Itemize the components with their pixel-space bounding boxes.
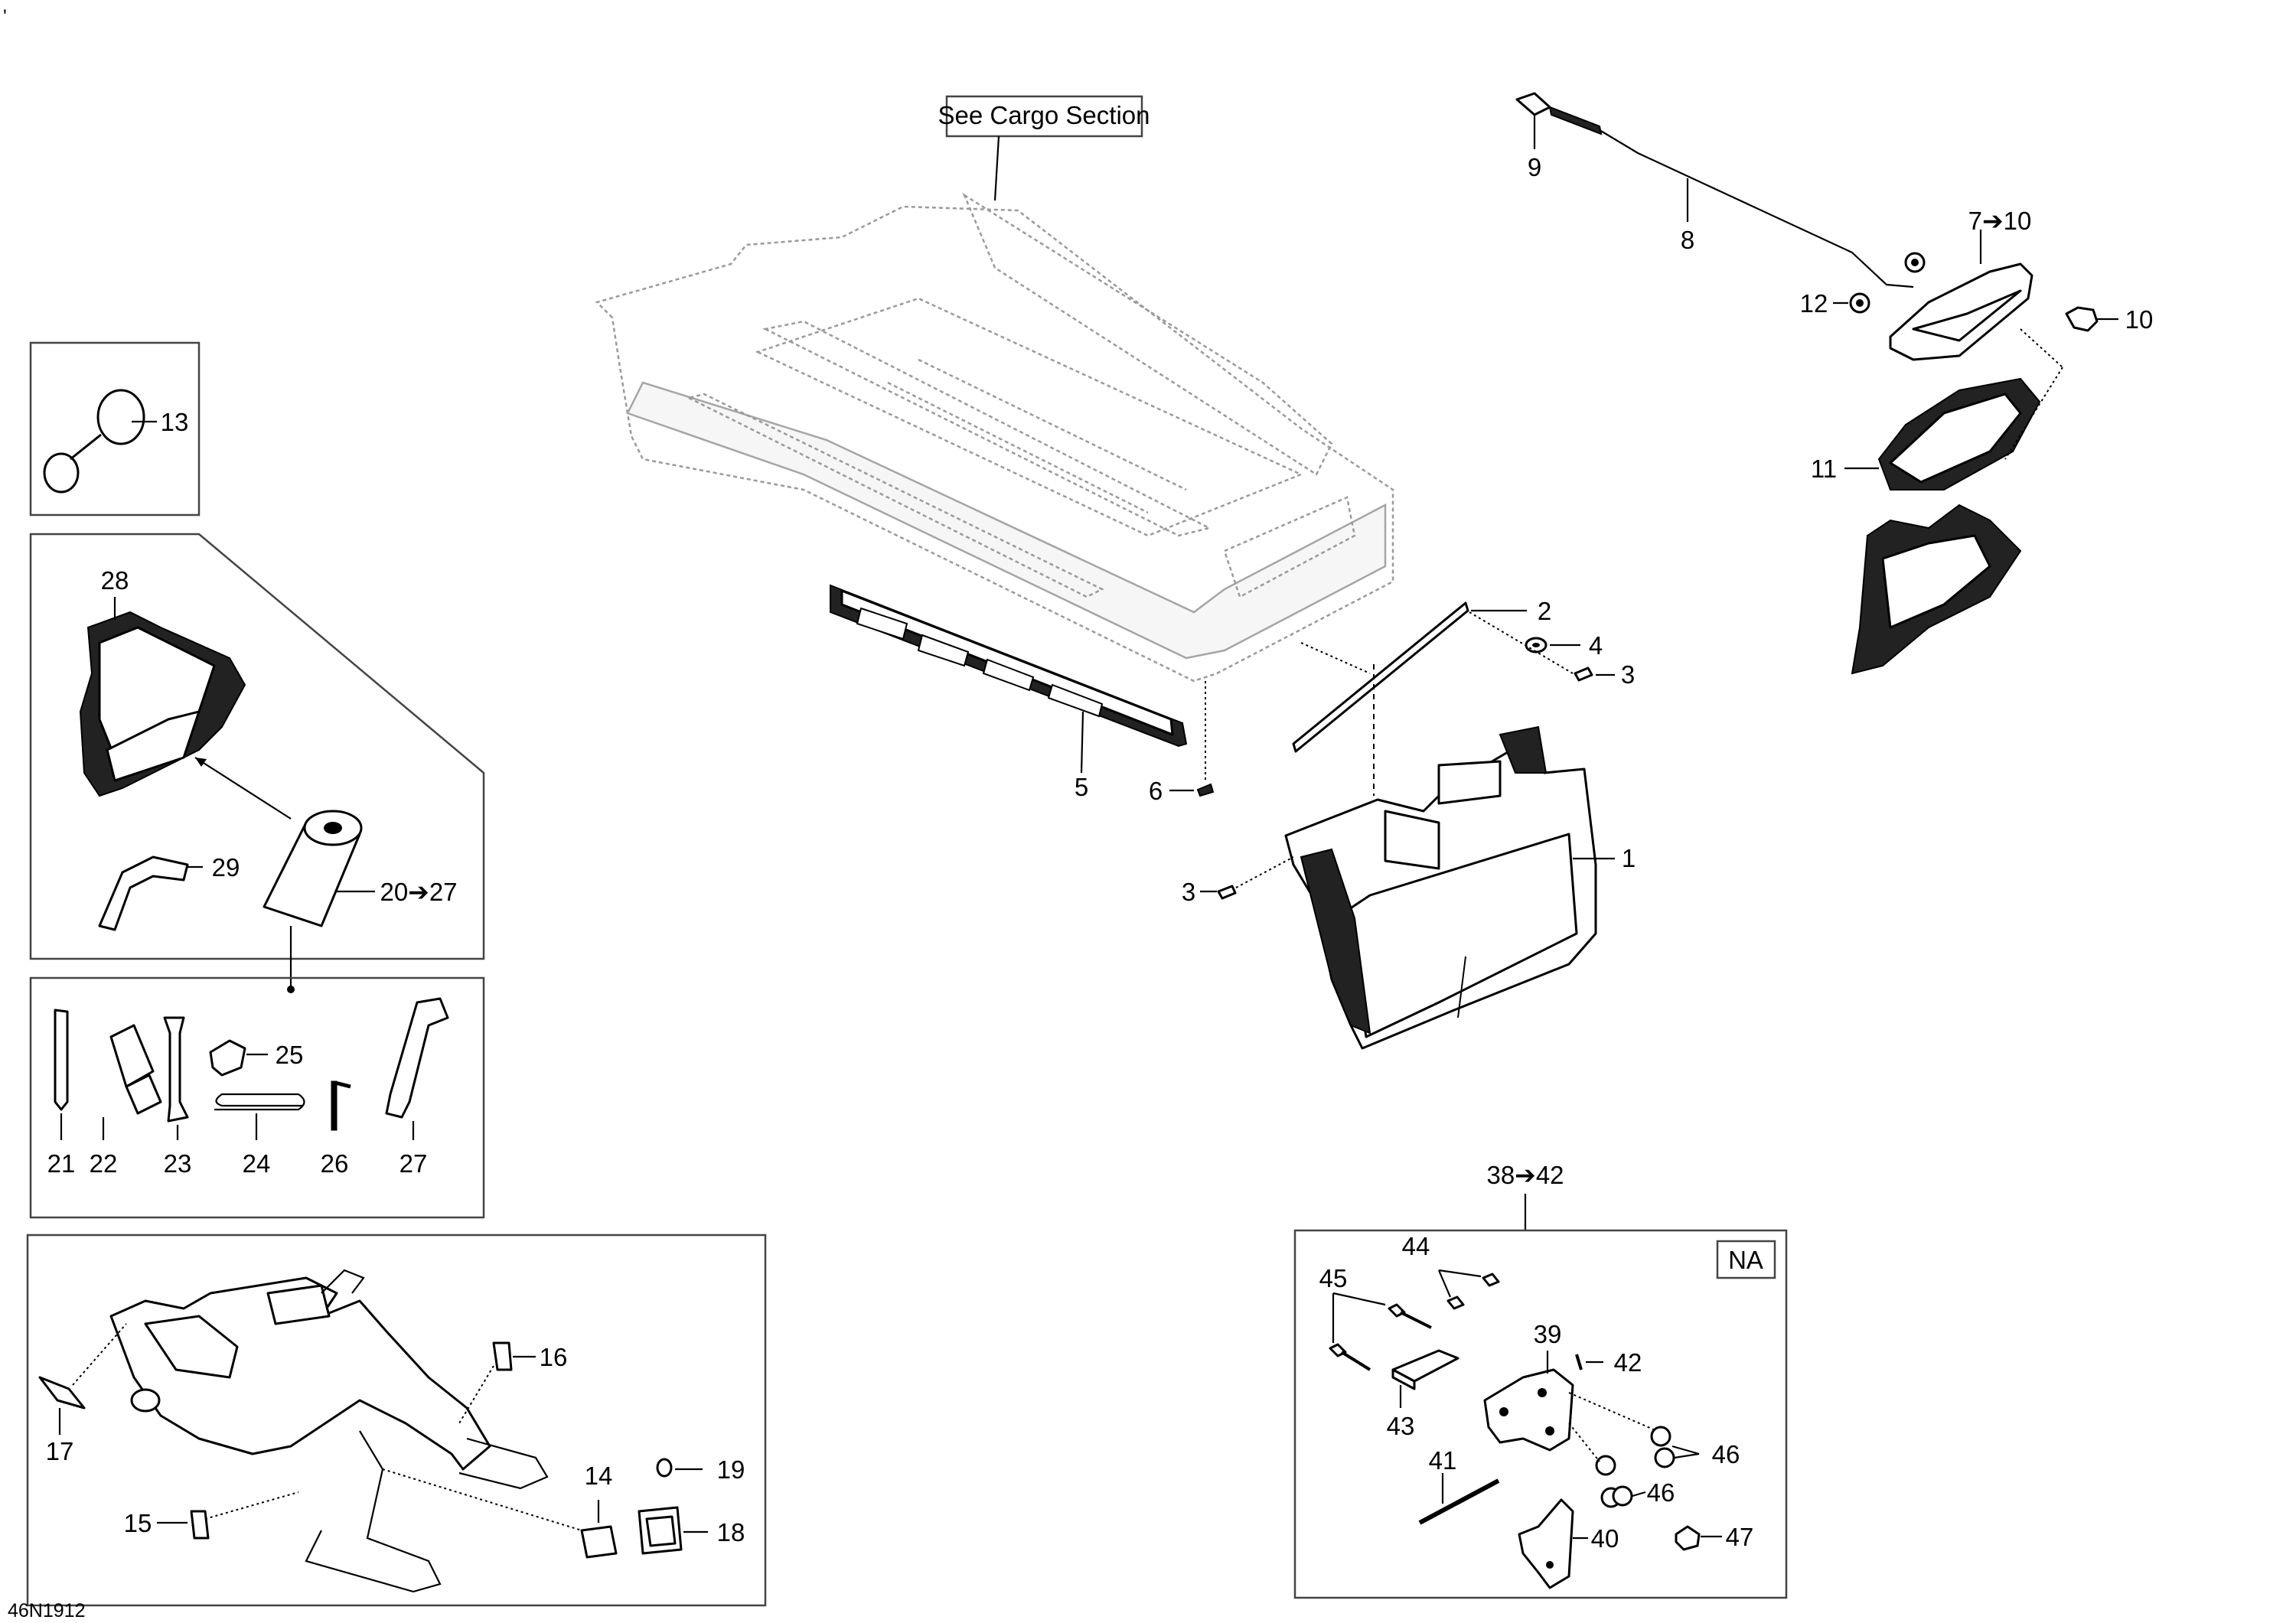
part-24-cord: 24 [214, 1093, 305, 1178]
cargo-note-text: See Cargo Section [938, 101, 1150, 129]
na-hitch-box: 38➔42 NA 45 44 43 [1293, 1161, 1788, 1599]
callout-26: 26 [321, 1149, 349, 1178]
part-47-cap: 47 [1675, 1523, 1754, 1551]
part-20-27-tool-bag: 20➔27 [263, 810, 458, 993]
callout-41: 41 [1429, 1446, 1457, 1475]
callout-39: 39 [1534, 1320, 1562, 1348]
diagram-code: 46N1912 [8, 1600, 85, 1621]
part-9-connector: 9 [1515, 92, 1603, 181]
part-5-side-plate: 5 [830, 584, 1188, 801]
callout-6: 6 [1149, 777, 1163, 805]
kit-box-13: 13 [29, 341, 201, 517]
snowmobile-outline [109, 1269, 549, 1593]
callout-12: 12 [1800, 289, 1828, 318]
callout-7-10: 7➔10 [1968, 207, 2032, 235]
part-23-wrench: 23 [163, 1016, 192, 1178]
callout-5: 5 [1075, 773, 1088, 801]
callout-13: 13 [161, 408, 189, 436]
part-12-nuts: 12 [1800, 252, 1926, 318]
callout-21: 21 [47, 1149, 76, 1178]
top-mark: ' [3, 6, 7, 28]
callout-24: 24 [243, 1149, 271, 1178]
callout-3a: 3 [1621, 660, 1635, 689]
decals-box: 17 16 15 14 18 [26, 1234, 767, 1607]
part-26-hex-key: 26 [321, 1080, 351, 1178]
callout-20-27: 20➔27 [380, 878, 457, 906]
part-29-strap: 29 [98, 853, 240, 931]
part-39-hitch: 39 [1483, 1320, 1574, 1452]
callout-46b: 46 [1647, 1478, 1675, 1507]
part-14-plate: 14 [382, 1462, 618, 1559]
part-19-fastener: 19 [656, 1455, 745, 1484]
part-8-harness: 8 [1599, 129, 1914, 288]
callout-10: 10 [2125, 305, 2154, 334]
callout-29: 29 [212, 853, 240, 882]
part-22-spark-plug-socket: 22 [90, 1024, 162, 1178]
callout-38-42: 38➔42 [1486, 1161, 1564, 1189]
callout-40: 40 [1591, 1524, 1619, 1553]
part-27-spanner: 27 [385, 997, 449, 1178]
callout-28: 28 [101, 566, 129, 595]
part-45-bolts: 45 [1319, 1264, 1432, 1371]
part-25-clip: 25 [209, 1039, 304, 1077]
part-43-bracket: 43 [1387, 1349, 1459, 1440]
cargo-rack-ghost [595, 192, 1394, 683]
part-2-strip: 2 [1292, 597, 1551, 796]
part-21-tool: 21 [47, 1009, 76, 1178]
part-3-screw-left: 3 [1182, 856, 1294, 906]
callout-8: 8 [1681, 226, 1694, 254]
callout-25: 25 [276, 1041, 304, 1069]
part-46-nuts: 46 46 [1568, 1392, 1740, 1508]
part-16-decal: 16 [458, 1341, 568, 1424]
callout-42: 42 [1614, 1348, 1642, 1377]
callout-4: 4 [1589, 631, 1603, 660]
part-17-decal: 17 [38, 1323, 127, 1465]
callout-19: 19 [717, 1455, 745, 1484]
cargo-section-note: See Cargo Section [938, 95, 1150, 201]
callout-1: 1 [1622, 844, 1636, 872]
callout-45: 45 [1319, 1264, 1348, 1292]
callout-47: 47 [1726, 1523, 1754, 1551]
part-44-bolts: 44 [1402, 1232, 1500, 1310]
callout-9: 9 [1528, 153, 1541, 181]
part-41-rod: 41 [1418, 1446, 1500, 1525]
callout-14: 14 [585, 1462, 613, 1490]
callout-43: 43 [1387, 1412, 1415, 1440]
part-4-washer: 4 [1525, 631, 1603, 660]
part-15-decal: 15 [124, 1491, 299, 1540]
kit-box-28: 28 [29, 533, 485, 960]
callout-27: 27 [400, 1149, 428, 1178]
part-10-bulb: 10 [2065, 305, 2154, 334]
part-6-rivet: 6 [1149, 681, 1215, 805]
callout-23: 23 [164, 1149, 192, 1178]
callout-3b: 3 [1182, 878, 1195, 906]
callout-17: 17 [46, 1437, 74, 1465]
part-18-holder: 18 [638, 1506, 745, 1555]
callout-46a: 46 [1712, 1440, 1740, 1468]
part-1-flap: 1 [1284, 725, 1636, 1050]
callout-18: 18 [717, 1518, 745, 1546]
part-7-tail-light: 7➔10 [1889, 207, 2033, 361]
part-11-housing: 11 [1811, 328, 2063, 675]
part-40-plate: 40 [1518, 1498, 1619, 1589]
tools-box: 21 22 23 25 24 26 27 [29, 976, 485, 1219]
callout-44: 44 [1402, 1232, 1430, 1260]
callout-2: 2 [1538, 597, 1551, 625]
callout-11: 11 [1811, 455, 1837, 483]
part-3-screw-right: 3 [1469, 611, 1635, 689]
callout-22: 22 [90, 1149, 118, 1178]
na-badge: NA [1728, 1246, 1763, 1274]
callout-15: 15 [124, 1509, 152, 1537]
callout-16: 16 [540, 1343, 568, 1371]
part-42-pin: 42 [1575, 1348, 1642, 1377]
